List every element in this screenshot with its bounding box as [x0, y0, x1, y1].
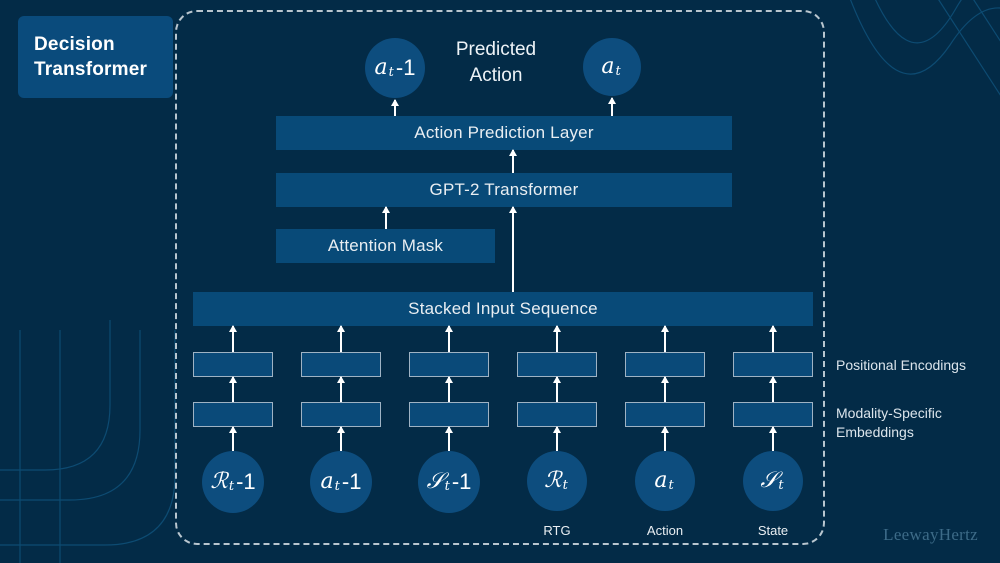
modality-note-line-2: Embeddings [836, 424, 914, 440]
token-subscript-5: t [778, 477, 784, 493]
arrow-col5-pos-to-stacked [772, 326, 774, 352]
token-symbol-1: a [320, 468, 334, 494]
token-symbol-4: a [654, 467, 668, 493]
token-subscript-0: t [228, 478, 235, 494]
arrow-col2-emb-to-pos [448, 377, 450, 402]
positional-encoding-box-1 [301, 352, 381, 377]
modality-embedding-box-3 [517, 402, 597, 427]
positional-encoding-box-2 [409, 352, 489, 377]
token-symbol-2: 𝒮 [426, 468, 444, 494]
modality-note-line-1: Modality-Specific [836, 405, 942, 421]
modality-embedding-box-4 [625, 402, 705, 427]
arrow-col1-token-to-emb [340, 427, 342, 451]
column-label-4: Action [646, 523, 684, 538]
positional-encodings-note: Positional Encodings [836, 357, 966, 373]
arrow-col3-token-to-emb [556, 427, 558, 451]
arrow-col3-pos-to-stacked [556, 326, 558, 352]
column-label-3: RTG [543, 523, 571, 538]
output-symbol-1: a [601, 53, 615, 79]
arrow-col4-token-to-emb [664, 427, 666, 451]
output-symbol-0: a [374, 54, 388, 80]
token-suffix-1: -1 [341, 469, 362, 494]
token-suffix-2: -1 [451, 469, 472, 494]
token-subscript-1: t [334, 478, 340, 494]
action-prediction-layer: Action Prediction Layer [276, 116, 732, 150]
title-line-2: Transformer [34, 59, 148, 80]
watermark: LeewayHertz [883, 525, 978, 544]
token-symbol-3: ℛ [544, 467, 562, 493]
output-subscript-1: t [615, 63, 621, 79]
arrow-col5-emb-to-pos [772, 377, 774, 402]
modality-embeddings-note: Modality-Specific Embeddings [836, 404, 942, 442]
modality-embedding-box-0 [193, 402, 273, 427]
arrow-col1-emb-to-pos [340, 377, 342, 402]
arrow-col4-emb-to-pos [664, 377, 666, 402]
token-subscript-2: t [444, 478, 450, 494]
output-suffix-0: -1 [395, 55, 416, 80]
arrow-to-output-0 [394, 100, 396, 116]
token-symbol-0: ℛ [210, 468, 228, 494]
token-suffix-0: -1 [236, 469, 256, 494]
arrow-col1-pos-to-stacked [340, 326, 342, 352]
title-badge: Decision Transformer [18, 16, 173, 98]
gpt2-transformer-layer: GPT-2 Transformer [276, 173, 732, 207]
stacked-input-sequence-layer: Stacked Input Sequence [193, 292, 813, 326]
column-label-5: State [757, 523, 789, 538]
arrow-col5-token-to-emb [772, 427, 774, 451]
modality-embedding-box-2 [409, 402, 489, 427]
token-subscript-4: t [668, 477, 674, 493]
arrow-attention-mask-to-gpt2 [385, 207, 387, 229]
predicted-action-caption: Predicted Action [406, 37, 586, 89]
positional-encoding-box-0 [193, 352, 273, 377]
predicted-line-2: Action [469, 65, 523, 86]
positional-encoding-box-4 [625, 352, 705, 377]
arrow-stacked-to-gpt2 [512, 207, 514, 292]
arrow-col4-pos-to-stacked [664, 326, 666, 352]
modality-embedding-box-1 [301, 402, 381, 427]
attention-mask-layer: Attention Mask [276, 229, 495, 263]
arrow-col0-token-to-emb [232, 427, 234, 451]
title-line-1: Decision [34, 34, 115, 55]
predicted-line-1: Predicted [455, 39, 537, 60]
arrow-col0-emb-to-pos [232, 377, 234, 402]
arrow-to-output-1 [611, 98, 613, 116]
arrow-col0-pos-to-stacked [232, 326, 234, 352]
arrow-col2-pos-to-stacked [448, 326, 450, 352]
positional-encoding-box-3 [517, 352, 597, 377]
arrow-col3-emb-to-pos [556, 377, 558, 402]
arrow-gpt2-to-action-layer [512, 150, 514, 174]
modality-embedding-box-5 [733, 402, 813, 427]
positional-encoding-box-5 [733, 352, 813, 377]
token-symbol-5: 𝒮 [760, 467, 778, 493]
arrow-col2-token-to-emb [448, 427, 450, 451]
diagram-boundary [175, 10, 825, 545]
token-subscript-3: t [562, 477, 568, 493]
output-subscript-0: t [388, 64, 394, 80]
